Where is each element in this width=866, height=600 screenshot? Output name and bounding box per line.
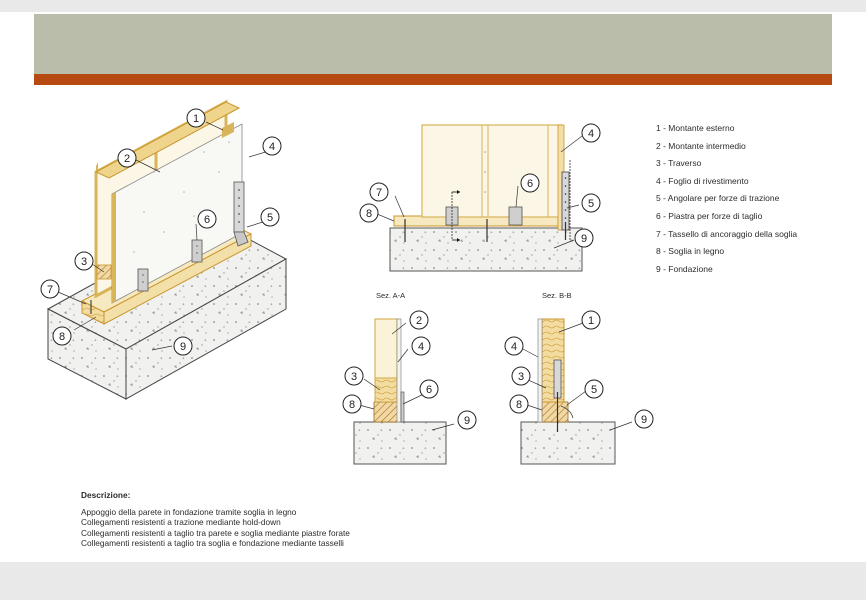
- callout-4-aa: 4: [411, 336, 431, 356]
- callout-2: 2: [117, 148, 137, 168]
- top-margin: [0, 0, 866, 12]
- svg-text:5: 5: [591, 384, 597, 396]
- description: Descrizione: Appoggio della parete in fo…: [81, 490, 501, 549]
- svg-text:5: 5: [588, 198, 594, 210]
- isometric-view: [46, 99, 288, 400]
- iso-shear-plate-1: [191, 239, 203, 263]
- svg-text:6: 6: [527, 178, 533, 190]
- svg-text:8: 8: [516, 399, 522, 411]
- iso-foundation-side: [125, 258, 287, 400]
- section-bb: Sez. B-B: [520, 291, 616, 465]
- svg-text:6: 6: [204, 214, 210, 226]
- description-line: Collegamenti resistenti a taglio tra par…: [81, 527, 350, 538]
- svg-text:1: 1: [193, 113, 199, 125]
- callout-4-elev: 4: [581, 123, 601, 143]
- callout-3: 3: [74, 251, 94, 271]
- callout-5: 5: [260, 207, 280, 227]
- svg-text:7: 7: [376, 187, 382, 199]
- callout-7: 7: [40, 279, 60, 299]
- svg-text:7: 7: [47, 284, 53, 296]
- callout-2-aa: 2: [409, 310, 429, 330]
- callout-1-bb: 1: [581, 310, 601, 330]
- svg-text:4: 4: [511, 341, 517, 353]
- svg-text:9: 9: [464, 415, 470, 427]
- callout-3-aa: 3: [344, 366, 364, 386]
- svg-text:9: 9: [581, 233, 587, 245]
- legend-item: 3 - Traverso: [656, 158, 702, 169]
- legend: 1 - Montante esterno 2 - Montante interm…: [656, 120, 826, 278]
- callouts: 1 2 4 5 6 3 7 8 9 4 6 7 8 5 9 2 4 3 6 8 …: [40, 108, 654, 430]
- technical-drawing: Sez. A-A Sez. B-B: [40, 99, 654, 465]
- description-line: Collegamenti resistenti a taglio tra sog…: [81, 538, 344, 549]
- svg-text:2: 2: [124, 153, 130, 165]
- slide: Sez. A-A Sez. B-B: [34, 12, 832, 562]
- svg-text:4: 4: [588, 128, 594, 140]
- callout-9-aa: 9: [457, 410, 477, 430]
- section-aa: Sez. A-A: [353, 291, 447, 465]
- callout-9-elev: 9: [574, 228, 594, 248]
- callout-1: 1: [186, 108, 206, 128]
- iso-shear-plate-2: [137, 268, 149, 292]
- header-band: [34, 14, 832, 74]
- svg-text:3: 3: [81, 256, 87, 268]
- legend-item: 7 - Tassello di ancoraggio della soglia: [656, 228, 798, 239]
- callout-6: 6: [197, 209, 217, 229]
- description-title: Descrizione:: [81, 490, 131, 500]
- callout-8: 8: [52, 326, 72, 346]
- callout-3-bb: 3: [511, 366, 531, 386]
- legend-item: 6 - Piastra per forze di taglio: [656, 210, 763, 221]
- bottom-margin: [0, 562, 866, 600]
- callout-9-bb: 9: [634, 409, 654, 429]
- svg-text:4: 4: [269, 141, 275, 153]
- svg-text:8: 8: [366, 208, 372, 220]
- legend-item: 5 - Angolare per forze di trazione: [656, 193, 780, 204]
- svg-text:2: 2: [416, 315, 422, 327]
- section-aa-title: Sez. A-A: [376, 291, 405, 300]
- elev-foundation: [389, 227, 583, 272]
- callout-6-aa: 6: [419, 379, 439, 399]
- callout-4-bb: 4: [504, 336, 524, 356]
- description-line: Collegamenti resistenti a trazione media…: [81, 517, 281, 528]
- svg-text:8: 8: [59, 331, 65, 343]
- callout-5-elev: 5: [581, 193, 601, 213]
- legend-item: 8 - Soglia in legno: [656, 246, 725, 257]
- callout-8-elev: 8: [359, 203, 379, 223]
- description-line: Appoggio della parete in fondazione tram…: [81, 506, 297, 517]
- svg-text:4: 4: [418, 341, 424, 353]
- callout-8-aa: 8: [342, 394, 362, 414]
- callout-4: 4: [262, 136, 282, 156]
- svg-text:1: 1: [588, 315, 594, 327]
- elev-wall: [421, 124, 563, 218]
- svg-text:5: 5: [267, 212, 273, 224]
- legend-item: 4 - Foglio di rivestimento: [656, 175, 749, 186]
- legend-item: 9 - Fondazione: [656, 263, 713, 274]
- elevation-view: [389, 124, 583, 272]
- svg-text:9: 9: [180, 341, 186, 353]
- callout-5-bb: 5: [584, 379, 604, 399]
- svg-text:8: 8: [349, 399, 355, 411]
- callout-8-bb: 8: [509, 394, 529, 414]
- svg-text:3: 3: [351, 371, 357, 383]
- section-bb-title: Sez. B-B: [542, 291, 572, 300]
- callout-9: 9: [173, 336, 193, 356]
- legend-item: 2 - Montante intermedio: [656, 140, 746, 151]
- legend-item: 1 - Montante esterno: [656, 123, 735, 133]
- callout-7-elev: 7: [369, 182, 389, 202]
- svg-text:6: 6: [426, 384, 432, 396]
- callout-6-elev: 6: [520, 173, 540, 193]
- svg-text:9: 9: [641, 414, 647, 426]
- header-stripe: [34, 74, 832, 85]
- svg-text:3: 3: [518, 371, 524, 383]
